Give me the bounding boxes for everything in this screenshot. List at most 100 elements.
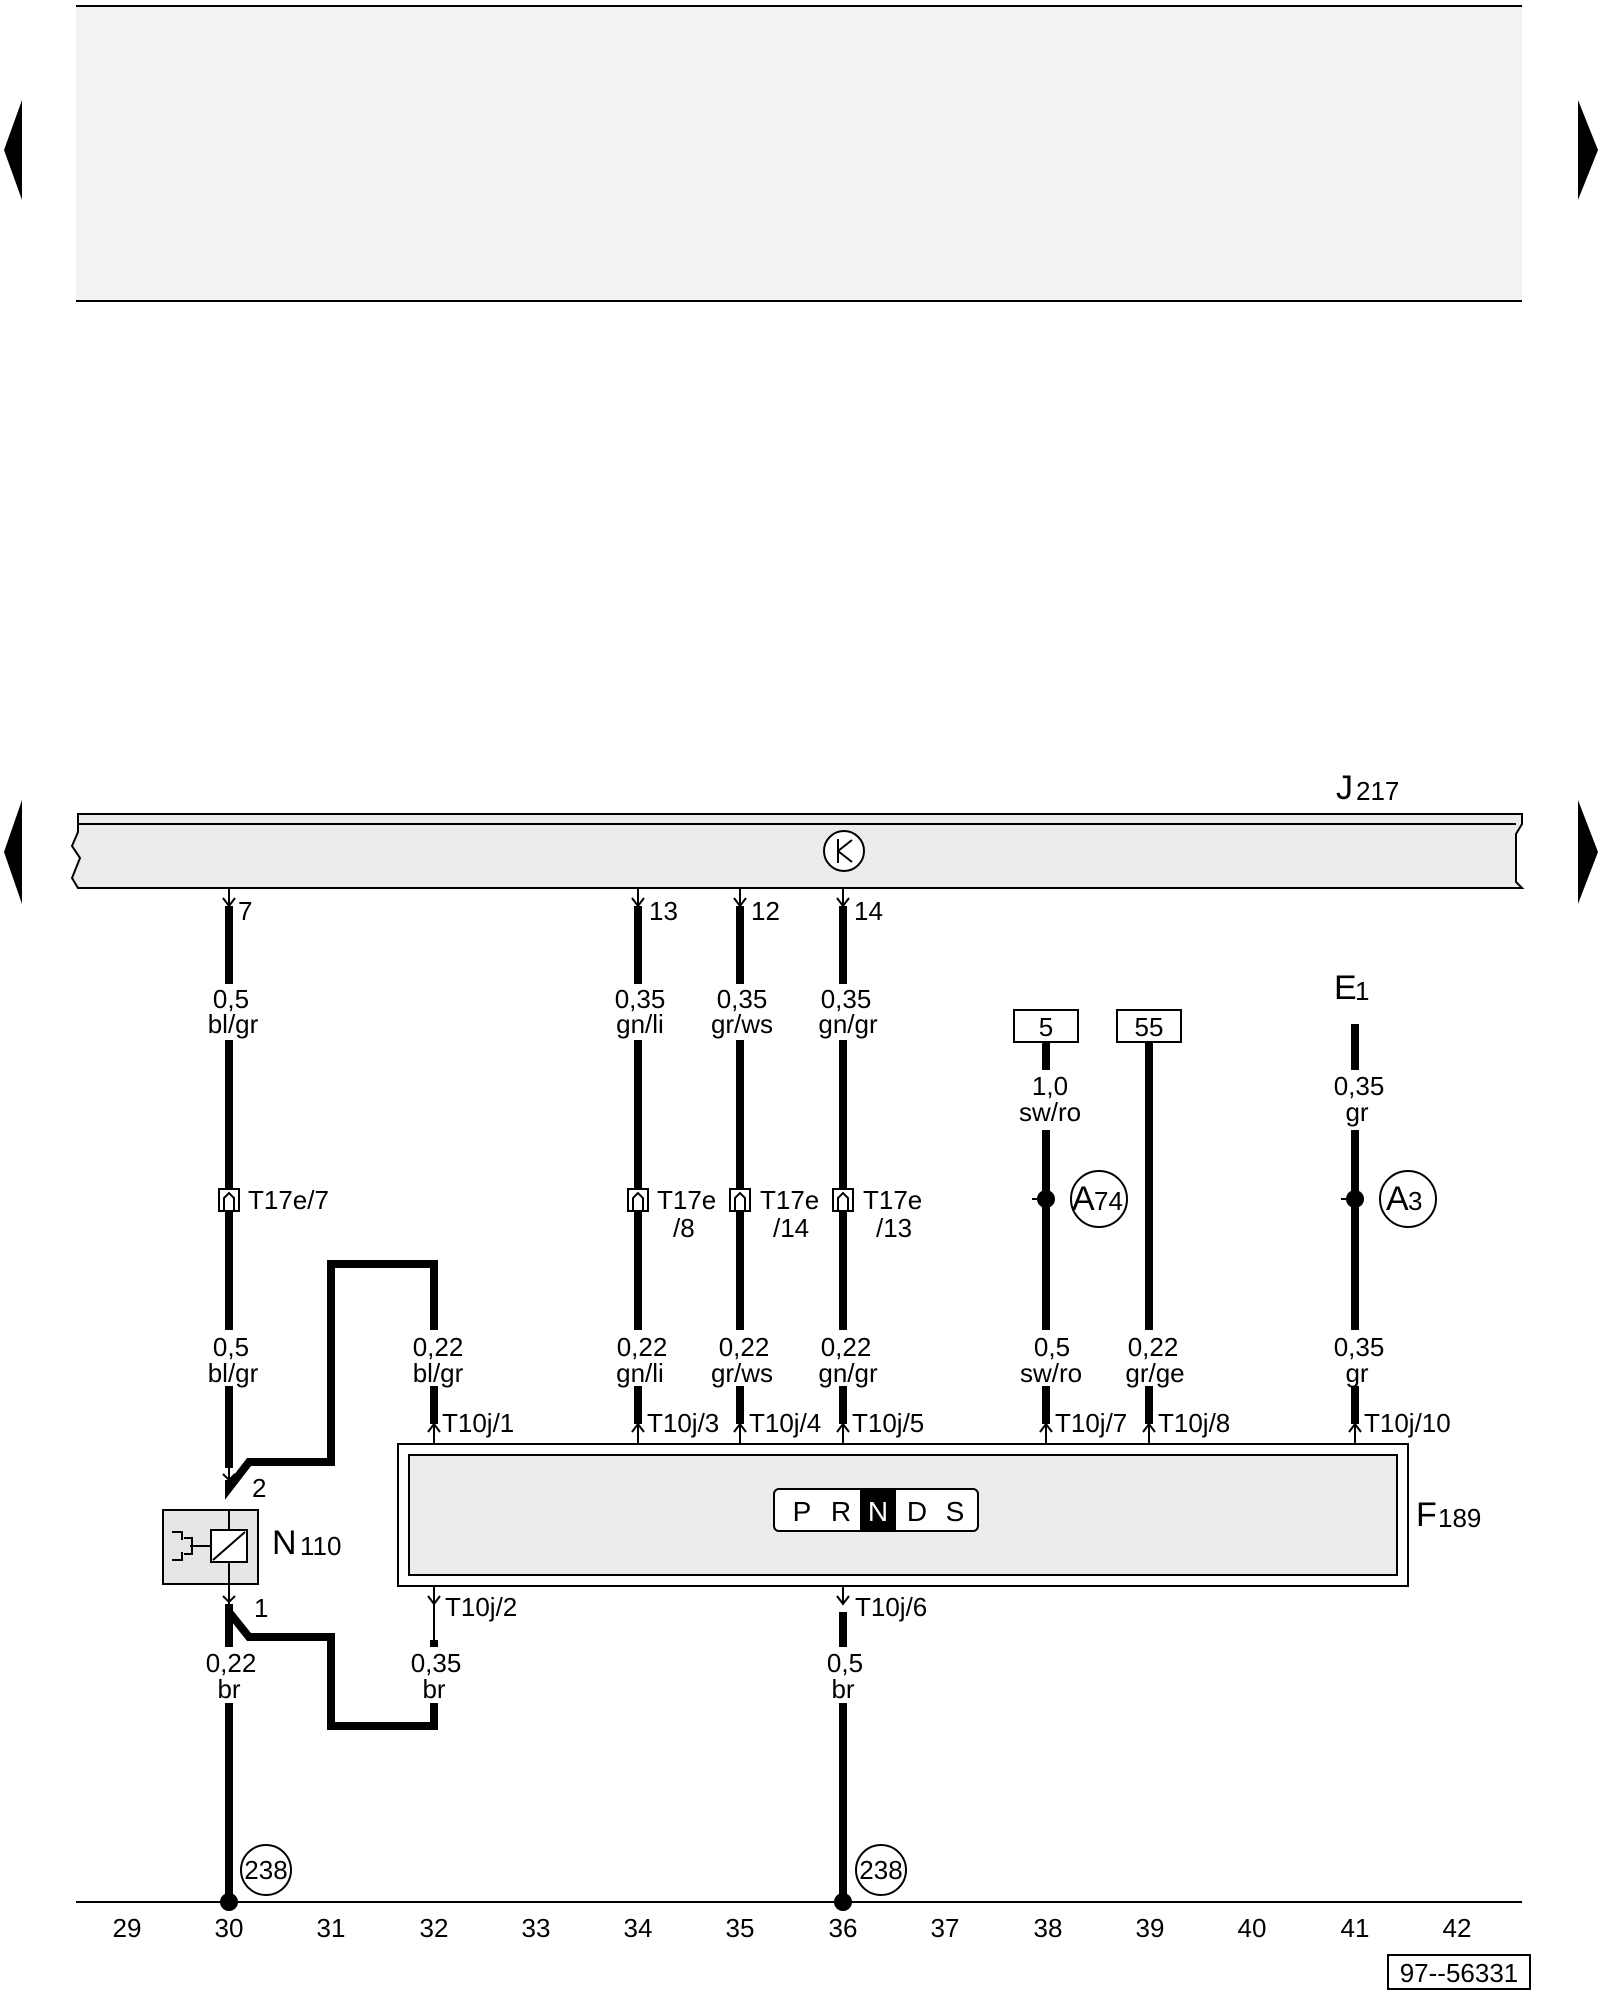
f189-top-pin-arrows — [427, 1422, 1362, 1433]
grid-number: 37 — [931, 1913, 960, 1943]
t17e-connectors — [218, 1188, 854, 1212]
wire-color: gr/ge — [1125, 1358, 1184, 1388]
next-section-arrow-icon[interactable] — [1578, 800, 1598, 904]
n110-pin: 2 — [252, 1473, 266, 1503]
grid-number: 36 — [829, 1913, 858, 1943]
grid-number: 42 — [1443, 1913, 1472, 1943]
wire-size: 0,5 — [827, 1648, 863, 1678]
electronic-unit-icon — [823, 830, 865, 872]
wire-color: bl/gr — [208, 1009, 259, 1039]
wire-color: gn/gr — [818, 1358, 878, 1388]
wire-color: gr — [1345, 1097, 1368, 1127]
pin-label: T10j/5 — [852, 1408, 924, 1438]
top-panel — [76, 5, 1522, 302]
connector-label: T17e — [760, 1185, 819, 1215]
j217-control-unit: J 217 — [70, 769, 1525, 889]
wire-color: gn/gr — [818, 1009, 878, 1039]
pin-number: 12 — [751, 896, 780, 926]
f189-top-wire-labels: 0,5 bl/gr 0,22 bl/gr 0,22 gn/li 0,22 gr/… — [200, 1330, 1389, 1388]
pin-label: T10j/6 — [855, 1592, 927, 1622]
wire-size: 0,22 — [719, 1332, 770, 1362]
splice-a3: A 3 — [1341, 1170, 1437, 1228]
wire-size: 0,5 — [213, 984, 249, 1014]
wire-color: br — [831, 1674, 854, 1704]
wire-color: gr/ws — [711, 1358, 773, 1388]
connector-label: /13 — [876, 1213, 912, 1243]
drawing-number: 97--56331 — [1387, 1954, 1531, 1990]
gear-selector-display: P R N D S — [773, 1488, 979, 1532]
pin-label: T10j/2 — [445, 1592, 517, 1622]
connector-label: T17e — [657, 1185, 716, 1215]
connector-label: T17e — [863, 1185, 922, 1215]
grid-number: 41 — [1341, 1913, 1370, 1943]
ground-ref-label: 238 — [244, 1855, 287, 1885]
pin-label: T10j/10 — [1364, 1408, 1451, 1438]
ground-ref-label: 238 — [859, 1855, 902, 1885]
upper-wire-labels: 0,5 bl/gr 0,35 gn/li 0,35 gr/ws 0,35 gn/… — [200, 984, 882, 1040]
j217-sub-label: 217 — [1356, 776, 1399, 806]
grid-number: 39 — [1136, 1913, 1165, 1943]
next-page-arrow-icon[interactable] — [1578, 100, 1598, 200]
f189-switch: F 189 P R N D S — [397, 1443, 1481, 1587]
t17e-labels: T17e/7 T17e /8 T17e /14 T17e /13 — [248, 1185, 922, 1243]
wire-size: 0,22 — [821, 1332, 872, 1362]
prev-page-arrow-icon[interactable] — [4, 100, 22, 200]
wire-color: gn/li — [616, 1358, 664, 1388]
grid-footer: 29 30 31 32 33 34 35 36 37 38 39 40 41 4… — [76, 1901, 1522, 1943]
n110-pin: 1 — [254, 1593, 268, 1623]
wire-color: gr — [1345, 1358, 1368, 1388]
wire-size: 0,22 — [617, 1332, 668, 1362]
j217-pin-numbers: 7 13 12 14 — [238, 896, 883, 926]
gear-s: S — [946, 1496, 965, 1527]
splice-number: 3 — [1408, 1186, 1422, 1216]
wire-color: gr/ws — [711, 1009, 773, 1039]
grid-number: 35 — [726, 1913, 755, 1943]
pin-label: T10j/8 — [1158, 1408, 1230, 1438]
wire-size: 0,22 — [206, 1648, 257, 1678]
wire-color: bl/gr — [413, 1358, 464, 1388]
wire-color: br — [422, 1674, 445, 1704]
wire-color: bl/gr — [208, 1358, 259, 1388]
pin-label: T10j/1 — [442, 1408, 514, 1438]
wire-color: sw/ro — [1020, 1358, 1082, 1388]
grid-number: 34 — [624, 1913, 653, 1943]
grid-number: 40 — [1238, 1913, 1267, 1943]
terminal-label: 55 — [1135, 1012, 1164, 1042]
wire-color: sw/ro — [1019, 1097, 1081, 1127]
wire-color: br — [217, 1674, 240, 1704]
grid-number: 29 — [113, 1913, 142, 1943]
pin-number: 13 — [649, 896, 678, 926]
wire-size: 0,35 — [1334, 1332, 1385, 1362]
f189-top-pin-labels: T10j/1 T10j/3 T10j/4 T10j/5 T10j/7 T10j/… — [442, 1408, 1451, 1438]
prev-section-arrow-icon[interactable] — [4, 800, 22, 904]
ground-refs: 238 238 — [220, 1844, 907, 1911]
wires-j217 — [225, 888, 847, 1480]
f189-label: F — [1416, 1496, 1437, 1534]
pin-number: 7 — [238, 896, 252, 926]
f189-sub-label: 189 — [1438, 1503, 1481, 1533]
grid-number: 32 — [420, 1913, 449, 1943]
wire-size: 0,35 — [411, 1648, 462, 1678]
right-upper-wire-labels: 1,0 sw/ro 0,35 gr — [1008, 1070, 1389, 1130]
gear-p: P — [793, 1496, 812, 1527]
pin-label: T10j/4 — [749, 1408, 821, 1438]
wire-size: 0,35 — [821, 984, 872, 1014]
grid-number: 33 — [522, 1913, 551, 1943]
splice-a74: A 74 — [1032, 1170, 1128, 1228]
connector-label: T17e/7 — [248, 1185, 329, 1215]
wire-size: 0,35 — [615, 984, 666, 1014]
wire-size: 0,5 — [213, 1332, 249, 1362]
j217-label: J — [1336, 769, 1353, 807]
grid-number: 38 — [1034, 1913, 1063, 1943]
e1-sub-label: 1 — [1355, 976, 1369, 1006]
lower-wire-labels: 0,22 br 0,35 br 0,5 br — [198, 1647, 874, 1704]
wire-size: 0,22 — [413, 1332, 464, 1362]
gear-d: D — [907, 1496, 927, 1527]
grid-number: 31 — [317, 1913, 346, 1943]
splice-number: 74 — [1094, 1186, 1123, 1216]
splice-letter: A — [1072, 1180, 1095, 1218]
j217-pin-arrows — [222, 897, 850, 908]
drawing-number-text: 97--56331 — [1400, 1958, 1519, 1988]
wire-size: 1,0 — [1032, 1071, 1068, 1101]
